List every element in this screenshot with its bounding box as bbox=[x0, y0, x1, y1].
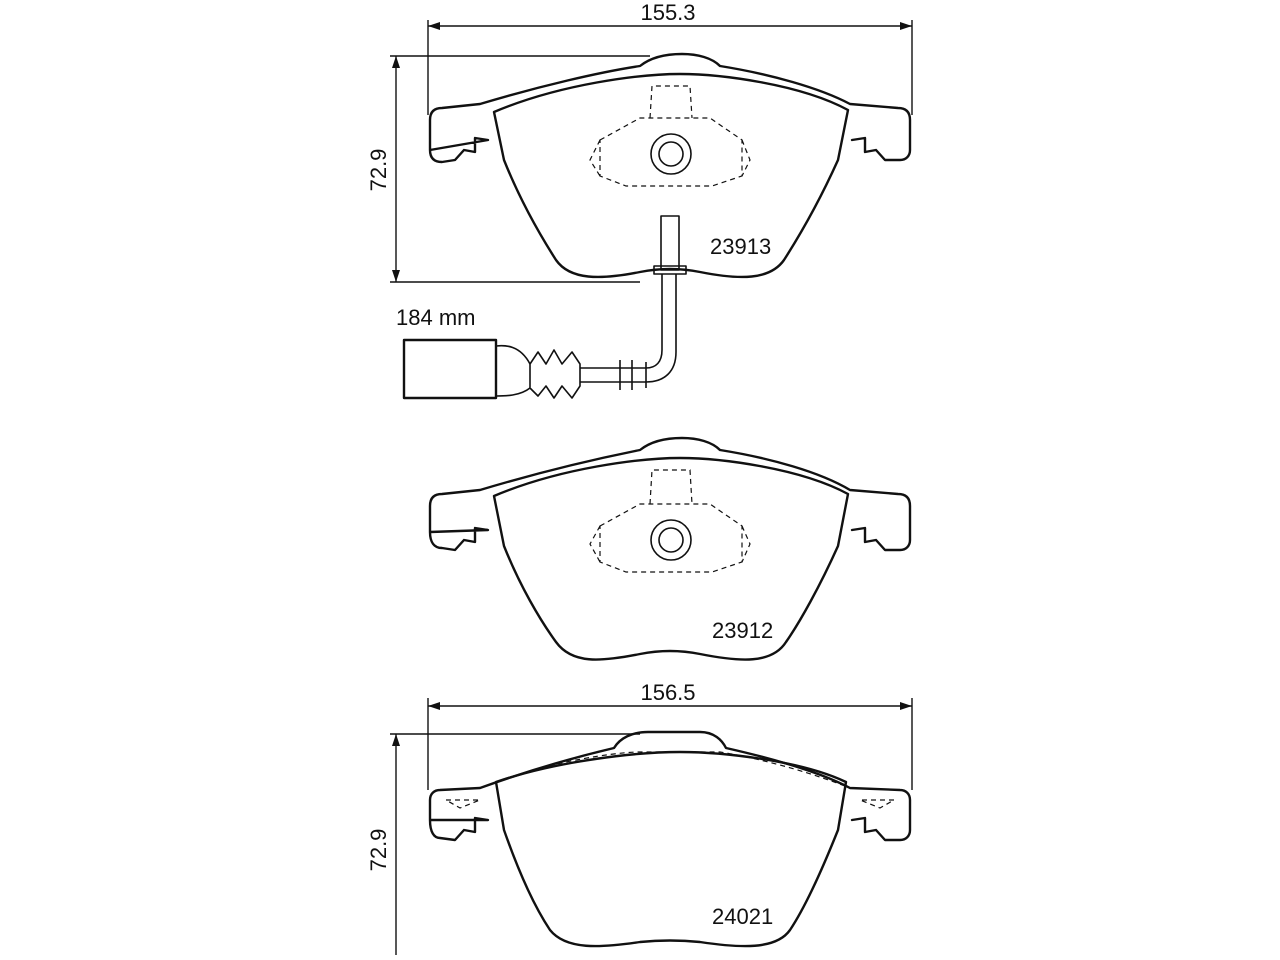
brake-pad-24021 bbox=[428, 730, 912, 948]
dimension-label-bottom-width: 156.5 bbox=[640, 680, 695, 705]
dimension-label-bottom-height: 72.9 bbox=[366, 829, 391, 872]
dimension-bottom-height bbox=[390, 733, 640, 955]
part-number-24021: 24021 bbox=[712, 904, 773, 929]
dimension-label-top-height: 72.9 bbox=[366, 149, 391, 192]
sensor-cable-length: 184 mm bbox=[396, 305, 475, 330]
brake-pad-23913 bbox=[428, 52, 912, 279]
dimension-top-height bbox=[390, 55, 650, 283]
wear-sensor bbox=[402, 274, 677, 400]
part-number-23913: 23913 bbox=[710, 234, 771, 259]
dimension-label-top-width: 155.3 bbox=[640, 0, 695, 25]
dimension-bottom-width bbox=[427, 698, 913, 790]
brake-pad-23912 bbox=[428, 436, 912, 661]
dimension-top-width bbox=[427, 20, 913, 115]
part-number-23912: 23912 bbox=[712, 618, 773, 643]
